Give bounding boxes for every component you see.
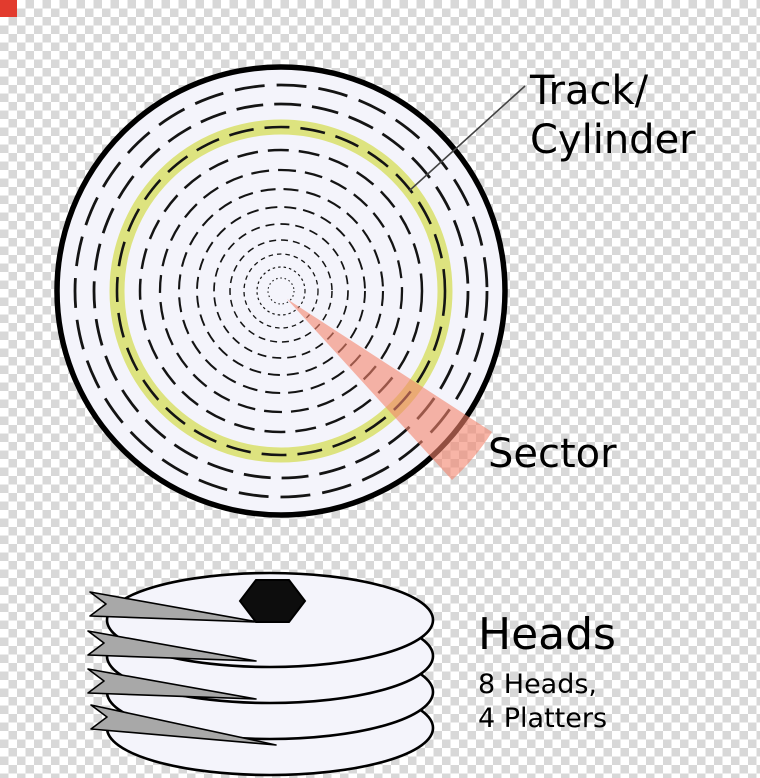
head-arms	[87, 591, 277, 746]
platter-stack	[87, 571, 435, 777]
highlighted-track-dashes	[115, 125, 447, 457]
labels: Track/ Cylinder Sector Heads 8 Heads, 4 …	[478, 68, 696, 734]
heads-count-label: 8 Heads,	[478, 669, 597, 700]
track-ring	[256, 266, 306, 316]
track-ring	[92, 102, 470, 480]
track-pointer-line	[408, 85, 526, 192]
track-ring	[213, 223, 349, 359]
corner-marker	[0, 0, 17, 17]
track-ring	[267, 277, 295, 305]
track-ring	[243, 253, 319, 329]
disk-top-view	[54, 64, 526, 518]
track-ring	[138, 148, 424, 434]
head-arm	[87, 668, 257, 700]
head-arm	[89, 591, 259, 623]
sector-label: Sector	[488, 431, 617, 477]
track-ring	[196, 206, 366, 376]
track-ring	[229, 239, 333, 343]
track-ring	[158, 168, 404, 414]
track-rings	[73, 83, 489, 499]
track-ring	[177, 187, 385, 395]
heads-label: Heads	[478, 609, 616, 660]
platters-count-label: 4 Platters	[478, 703, 607, 734]
head-arm	[90, 704, 277, 746]
sector-wedge	[287, 299, 492, 480]
track-cylinder-label-line1: Track/	[529, 68, 649, 114]
track-cylinder-label-line2: Cylinder	[530, 117, 696, 163]
head-arm	[87, 630, 257, 662]
track-ring	[73, 83, 489, 499]
